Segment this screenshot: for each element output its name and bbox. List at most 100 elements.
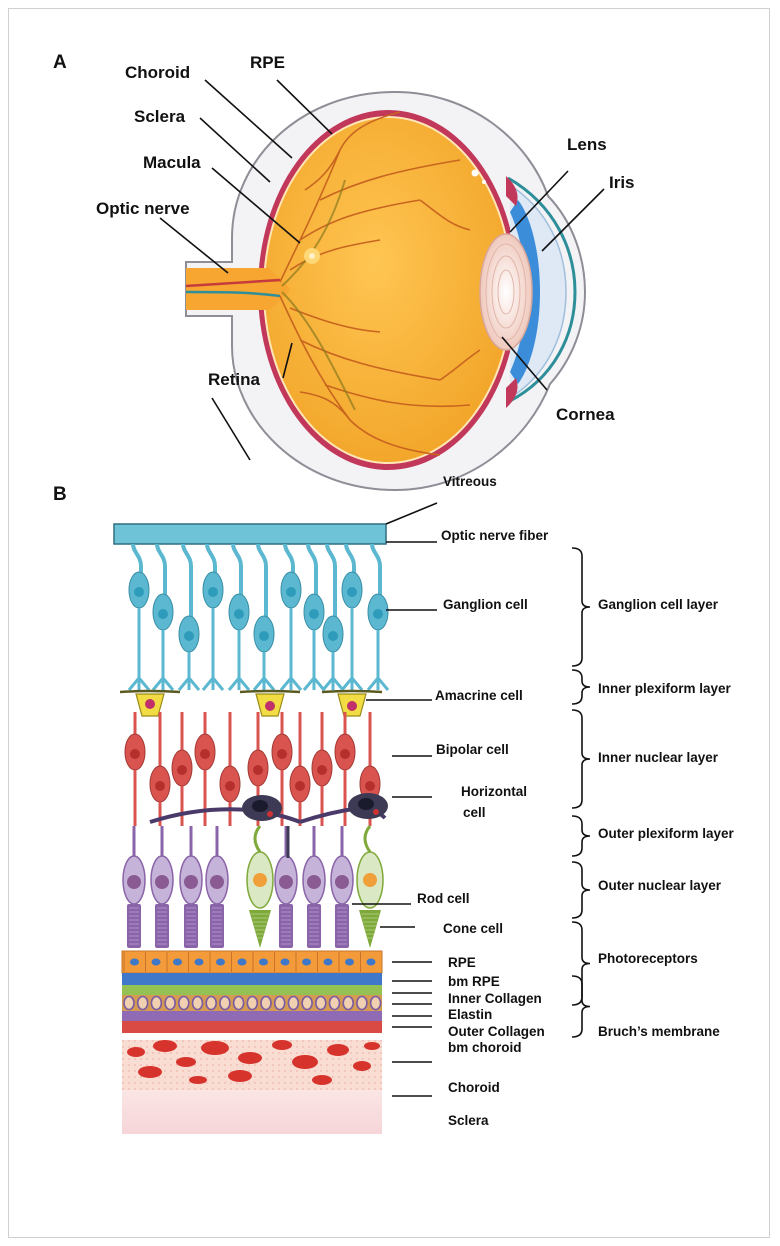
elastin-ring xyxy=(330,997,340,1010)
outer-collagen-band xyxy=(122,1011,382,1021)
red-blood-cell xyxy=(353,1061,371,1071)
elastin-ring xyxy=(206,997,216,1010)
panel-a-eye: A Choroid RPE Sclera Macula Optic nerve … xyxy=(53,52,635,490)
bipolar-nucleus xyxy=(177,765,187,775)
rpe-nucleus xyxy=(281,959,290,966)
rod-outer-segment xyxy=(155,904,169,948)
label-sclera-layer: Sclera xyxy=(448,1113,489,1128)
rpe-nucleus xyxy=(152,959,161,966)
label-rpe-layer: RPE xyxy=(448,955,476,970)
rod-nucleus xyxy=(155,875,169,889)
ganglion-axon xyxy=(183,544,191,618)
elastin-ring xyxy=(261,997,271,1010)
red-blood-cell xyxy=(201,1041,229,1055)
ganglion-dendrite xyxy=(342,608,362,690)
ganglion-cells xyxy=(129,544,388,690)
ganglion-axon xyxy=(258,544,266,618)
eye-globe xyxy=(264,117,512,463)
ganglion-dendrite xyxy=(368,630,388,690)
elastin-ring xyxy=(343,997,353,1010)
elastin-ring xyxy=(302,997,312,1010)
ganglion-nucleus xyxy=(259,631,269,641)
ganglion-nucleus xyxy=(208,587,218,597)
panel-b-retina-layers: B xyxy=(53,474,735,1134)
elastin-ring xyxy=(179,997,189,1010)
rpe-nucleus xyxy=(259,959,268,966)
label-retina: Retina xyxy=(208,370,261,389)
label-amacrine-cell: Amacrine cell xyxy=(435,688,523,703)
elastin-ring xyxy=(371,997,381,1010)
label-bipolar-cell: Bipolar cell xyxy=(436,742,509,757)
label-macula: Macula xyxy=(143,153,201,172)
red-blood-cell xyxy=(153,1040,177,1052)
panel-b-label: B xyxy=(53,484,67,505)
amacrine-nucleus xyxy=(347,701,357,711)
elastin-ring xyxy=(357,997,367,1010)
label-outer-collagen: Outer Collagen xyxy=(448,1024,545,1039)
label-iris: Iris xyxy=(609,173,635,192)
rod-outer-segment xyxy=(307,904,321,948)
rpe-nucleus xyxy=(195,959,204,966)
label-bruchs-membrane: Bruch’s membrane xyxy=(598,1024,720,1039)
inner-collagen-band xyxy=(122,985,382,995)
ganglion-axon xyxy=(308,544,316,596)
rpe-nucleus xyxy=(173,959,182,966)
rod-nucleus xyxy=(210,875,224,889)
label-cone-cell: Cone cell xyxy=(443,921,503,936)
label-bm-choroid: bm choroid xyxy=(448,1040,522,1055)
rod-nucleus xyxy=(335,875,349,889)
label-inner-plexiform-layer: Inner plexiform layer xyxy=(598,681,732,696)
ganglion-dendrite xyxy=(323,652,343,690)
bipolar-nucleus xyxy=(277,749,287,759)
label-cornea: Cornea xyxy=(556,405,615,424)
bipolar-nucleus xyxy=(317,765,327,775)
photoreceptor-cells xyxy=(123,826,383,948)
elastin-ring xyxy=(151,997,161,1010)
bm-rpe-band xyxy=(122,973,382,985)
label-optic-nerve: Optic nerve xyxy=(96,199,190,218)
bipolar-nucleus xyxy=(365,781,375,791)
layer-brace xyxy=(572,976,590,1037)
elastin-ring xyxy=(124,997,134,1010)
rpe-nucleus xyxy=(302,959,311,966)
red-blood-cell xyxy=(272,1040,292,1050)
rod-outer-segment xyxy=(184,904,198,948)
label-bm-rpe: bm RPE xyxy=(448,974,500,989)
elastin-ring xyxy=(234,997,244,1010)
cone-inner-segment xyxy=(255,826,260,852)
label-sclera: Sclera xyxy=(134,107,186,126)
label-inner-collagen: Inner Collagen xyxy=(448,991,542,1006)
rpe-nucleus xyxy=(130,959,139,966)
red-blood-cell xyxy=(228,1070,252,1082)
elastin-ring xyxy=(316,997,326,1010)
rpe-nucleus xyxy=(238,959,247,966)
layer-brace xyxy=(572,670,590,704)
ganglion-nucleus xyxy=(134,587,144,597)
layer-brace xyxy=(572,862,590,918)
bipolar-nucleus xyxy=(200,749,210,759)
bipolar-nucleus xyxy=(130,749,140,759)
label-ganglion-cell-layer: Ganglion cell layer xyxy=(598,597,719,612)
ganglion-nucleus xyxy=(286,587,296,597)
cone-outer-segment xyxy=(249,910,271,948)
rod-outer-segment xyxy=(127,904,141,948)
bm-choroid-band xyxy=(122,1021,382,1033)
label-outer-plexiform-layer: Outer plexiform layer xyxy=(598,826,735,841)
label-ganglion-cell: Ganglion cell xyxy=(443,597,528,612)
layer-brace xyxy=(572,710,590,808)
label-choroid: Choroid xyxy=(125,63,190,82)
bipolar-nucleus xyxy=(253,765,263,775)
cone-nucleus xyxy=(253,873,267,887)
rpe-band xyxy=(122,951,382,973)
ganglion-axon xyxy=(346,544,354,574)
rod-nucleus xyxy=(279,875,293,889)
ganglion-nucleus xyxy=(347,587,357,597)
label-vitreous: Vitreous xyxy=(443,474,497,489)
red-blood-cell xyxy=(127,1047,145,1057)
ganglion-nucleus xyxy=(309,609,319,619)
red-blood-cell xyxy=(138,1066,162,1078)
ganglion-axon xyxy=(233,544,241,596)
amacrine-process xyxy=(120,691,180,692)
red-blood-cell xyxy=(312,1075,332,1085)
ganglion-dendrite xyxy=(203,608,223,690)
